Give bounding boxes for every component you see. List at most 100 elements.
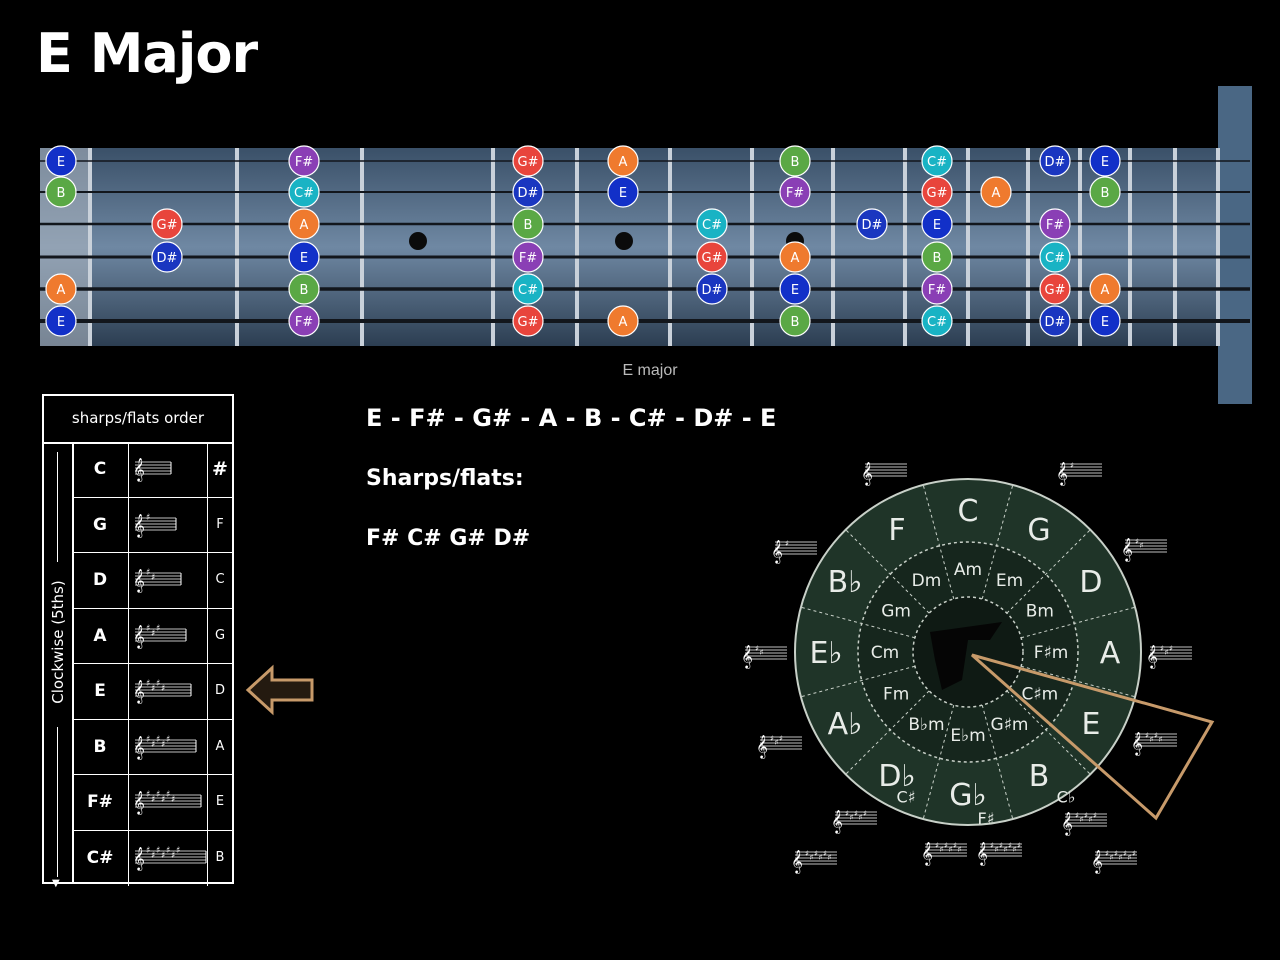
minor-key-label: Bm	[1026, 602, 1054, 622]
major-key-label: B♭	[828, 565, 863, 600]
center-emblem	[930, 622, 1002, 690]
note-marker: A	[288, 208, 320, 240]
sharp-icon: ♯	[151, 629, 155, 639]
note-label: F#	[295, 315, 313, 330]
added-sharp: F	[216, 516, 224, 532]
treble-clef-icon: 𝄞	[1056, 461, 1068, 486]
note-marker: C#	[921, 145, 953, 177]
minor-key-label: F♯m	[1034, 643, 1069, 663]
note-label: C#	[927, 155, 947, 170]
note-label: D#	[702, 283, 723, 298]
note-label: F#	[519, 251, 537, 266]
note-circle	[921, 145, 953, 177]
note-marker: G#	[512, 305, 544, 337]
note-circle	[696, 241, 728, 273]
accidental-icon: ♯	[1110, 853, 1114, 862]
major-key-label: E	[1081, 707, 1100, 742]
accidental-icon: ♯	[810, 853, 814, 862]
note-marker: D#	[151, 241, 183, 273]
key-signature-icon: 𝄞♯♯♯♯♯♯♯	[976, 841, 1022, 866]
key-name: C	[72, 442, 129, 497]
major-key-label: C	[958, 494, 979, 529]
note-marker: B	[45, 176, 77, 208]
table-side-column: Clockwise (5ths) ▼	[44, 442, 74, 889]
note-marker: D#	[1039, 145, 1071, 177]
note-circle	[512, 305, 544, 337]
key-signature-icon: 𝄞♯♯	[1121, 537, 1167, 562]
minor-key-label: Gm	[881, 602, 911, 622]
note-marker: B	[1089, 176, 1121, 208]
minor-key-label: C♯m	[1022, 685, 1059, 705]
accidental-icon: ♯	[1154, 731, 1158, 740]
minor-key-label: Em	[996, 571, 1023, 591]
sharp-icon: ♯	[146, 624, 150, 634]
segment-divider	[922, 704, 955, 820]
fret-wire	[235, 148, 239, 346]
accidental-icon: ♯	[1123, 849, 1127, 858]
treble-clef-icon: 𝄞	[133, 568, 145, 593]
key-signature-staff: 𝄞	[129, 442, 208, 497]
accidental-icon: ♯	[823, 849, 827, 858]
treble-clef-icon: 𝄞	[133, 624, 145, 649]
accidental-icon: ♯	[995, 845, 999, 854]
note-marker: B	[921, 241, 953, 273]
note-marker: A	[45, 273, 77, 305]
fret-wire	[1173, 148, 1177, 346]
note-marker: B	[779, 305, 811, 337]
treble-clef-icon: 𝄞	[921, 841, 933, 866]
sharp-icon: ♯	[161, 684, 165, 694]
key-signature-staff: 𝄞♯♯♯♯	[129, 664, 208, 719]
fret-wire	[750, 148, 754, 346]
note-circle	[1039, 273, 1071, 305]
note-circle	[980, 176, 1012, 208]
minor-key-label: E♭m	[950, 726, 985, 746]
sharp-icon: ♯	[151, 740, 155, 750]
note-circle	[288, 145, 320, 177]
note-circle	[607, 145, 639, 177]
segment-divider	[1006, 690, 1091, 775]
accidental-icon: ♯	[935, 841, 939, 850]
fretboard-caption: E major	[622, 362, 678, 379]
note-marker: A	[1089, 273, 1121, 305]
side-line	[57, 452, 58, 562]
note-marker: F#	[288, 145, 320, 177]
accidental-icon: ♯	[863, 809, 867, 818]
minor-key-label: Dm	[912, 571, 942, 591]
key-signature-icon: 𝄞♯♯♯♯♯♯	[791, 849, 837, 874]
note-circle	[921, 305, 953, 337]
treble-clef-icon: 𝄞	[756, 734, 768, 759]
note-marker: F#	[921, 273, 953, 305]
key-signature-staff: 𝄞♯♯♯♯♯♯	[129, 775, 208, 830]
accidental-icon: ♯	[779, 734, 783, 743]
table-row: C𝄞#	[72, 442, 232, 498]
note-circle	[151, 241, 183, 273]
added-sharp: A	[215, 738, 225, 754]
note-marker: A	[779, 241, 811, 273]
key-signature-icon: 𝄞♯♯♯♯♯	[831, 809, 877, 834]
sharp-icon: ♯	[161, 795, 165, 805]
note-label: A	[992, 186, 1001, 201]
sharp-icon: ♯	[151, 795, 155, 805]
fret-wire	[1078, 148, 1082, 346]
note-label: E	[1101, 315, 1109, 330]
note-circle	[1039, 145, 1071, 177]
note-circle	[921, 208, 953, 240]
major-key-label: A♭	[828, 707, 863, 742]
staff-icon: 𝄞♯♯♯♯♯	[133, 735, 197, 760]
accidental-icon: ♯	[1114, 849, 1118, 858]
note-circle	[1089, 273, 1121, 305]
note-circle	[512, 273, 544, 305]
note-marker: D#	[856, 208, 888, 240]
note-circle	[288, 305, 320, 337]
note-label: F#	[1046, 218, 1064, 233]
treble-clef-icon: 𝄞	[976, 841, 988, 866]
note-marker: G#	[921, 176, 953, 208]
sharp-icon: ♯	[146, 735, 150, 745]
accidental-icon: ♯	[785, 539, 789, 548]
note-circle	[512, 176, 544, 208]
accidental-icon: ♯	[805, 849, 809, 858]
sharp-icon: ♯	[146, 846, 150, 856]
accidental-icon: ♯	[775, 738, 779, 747]
note-circle	[45, 145, 77, 177]
